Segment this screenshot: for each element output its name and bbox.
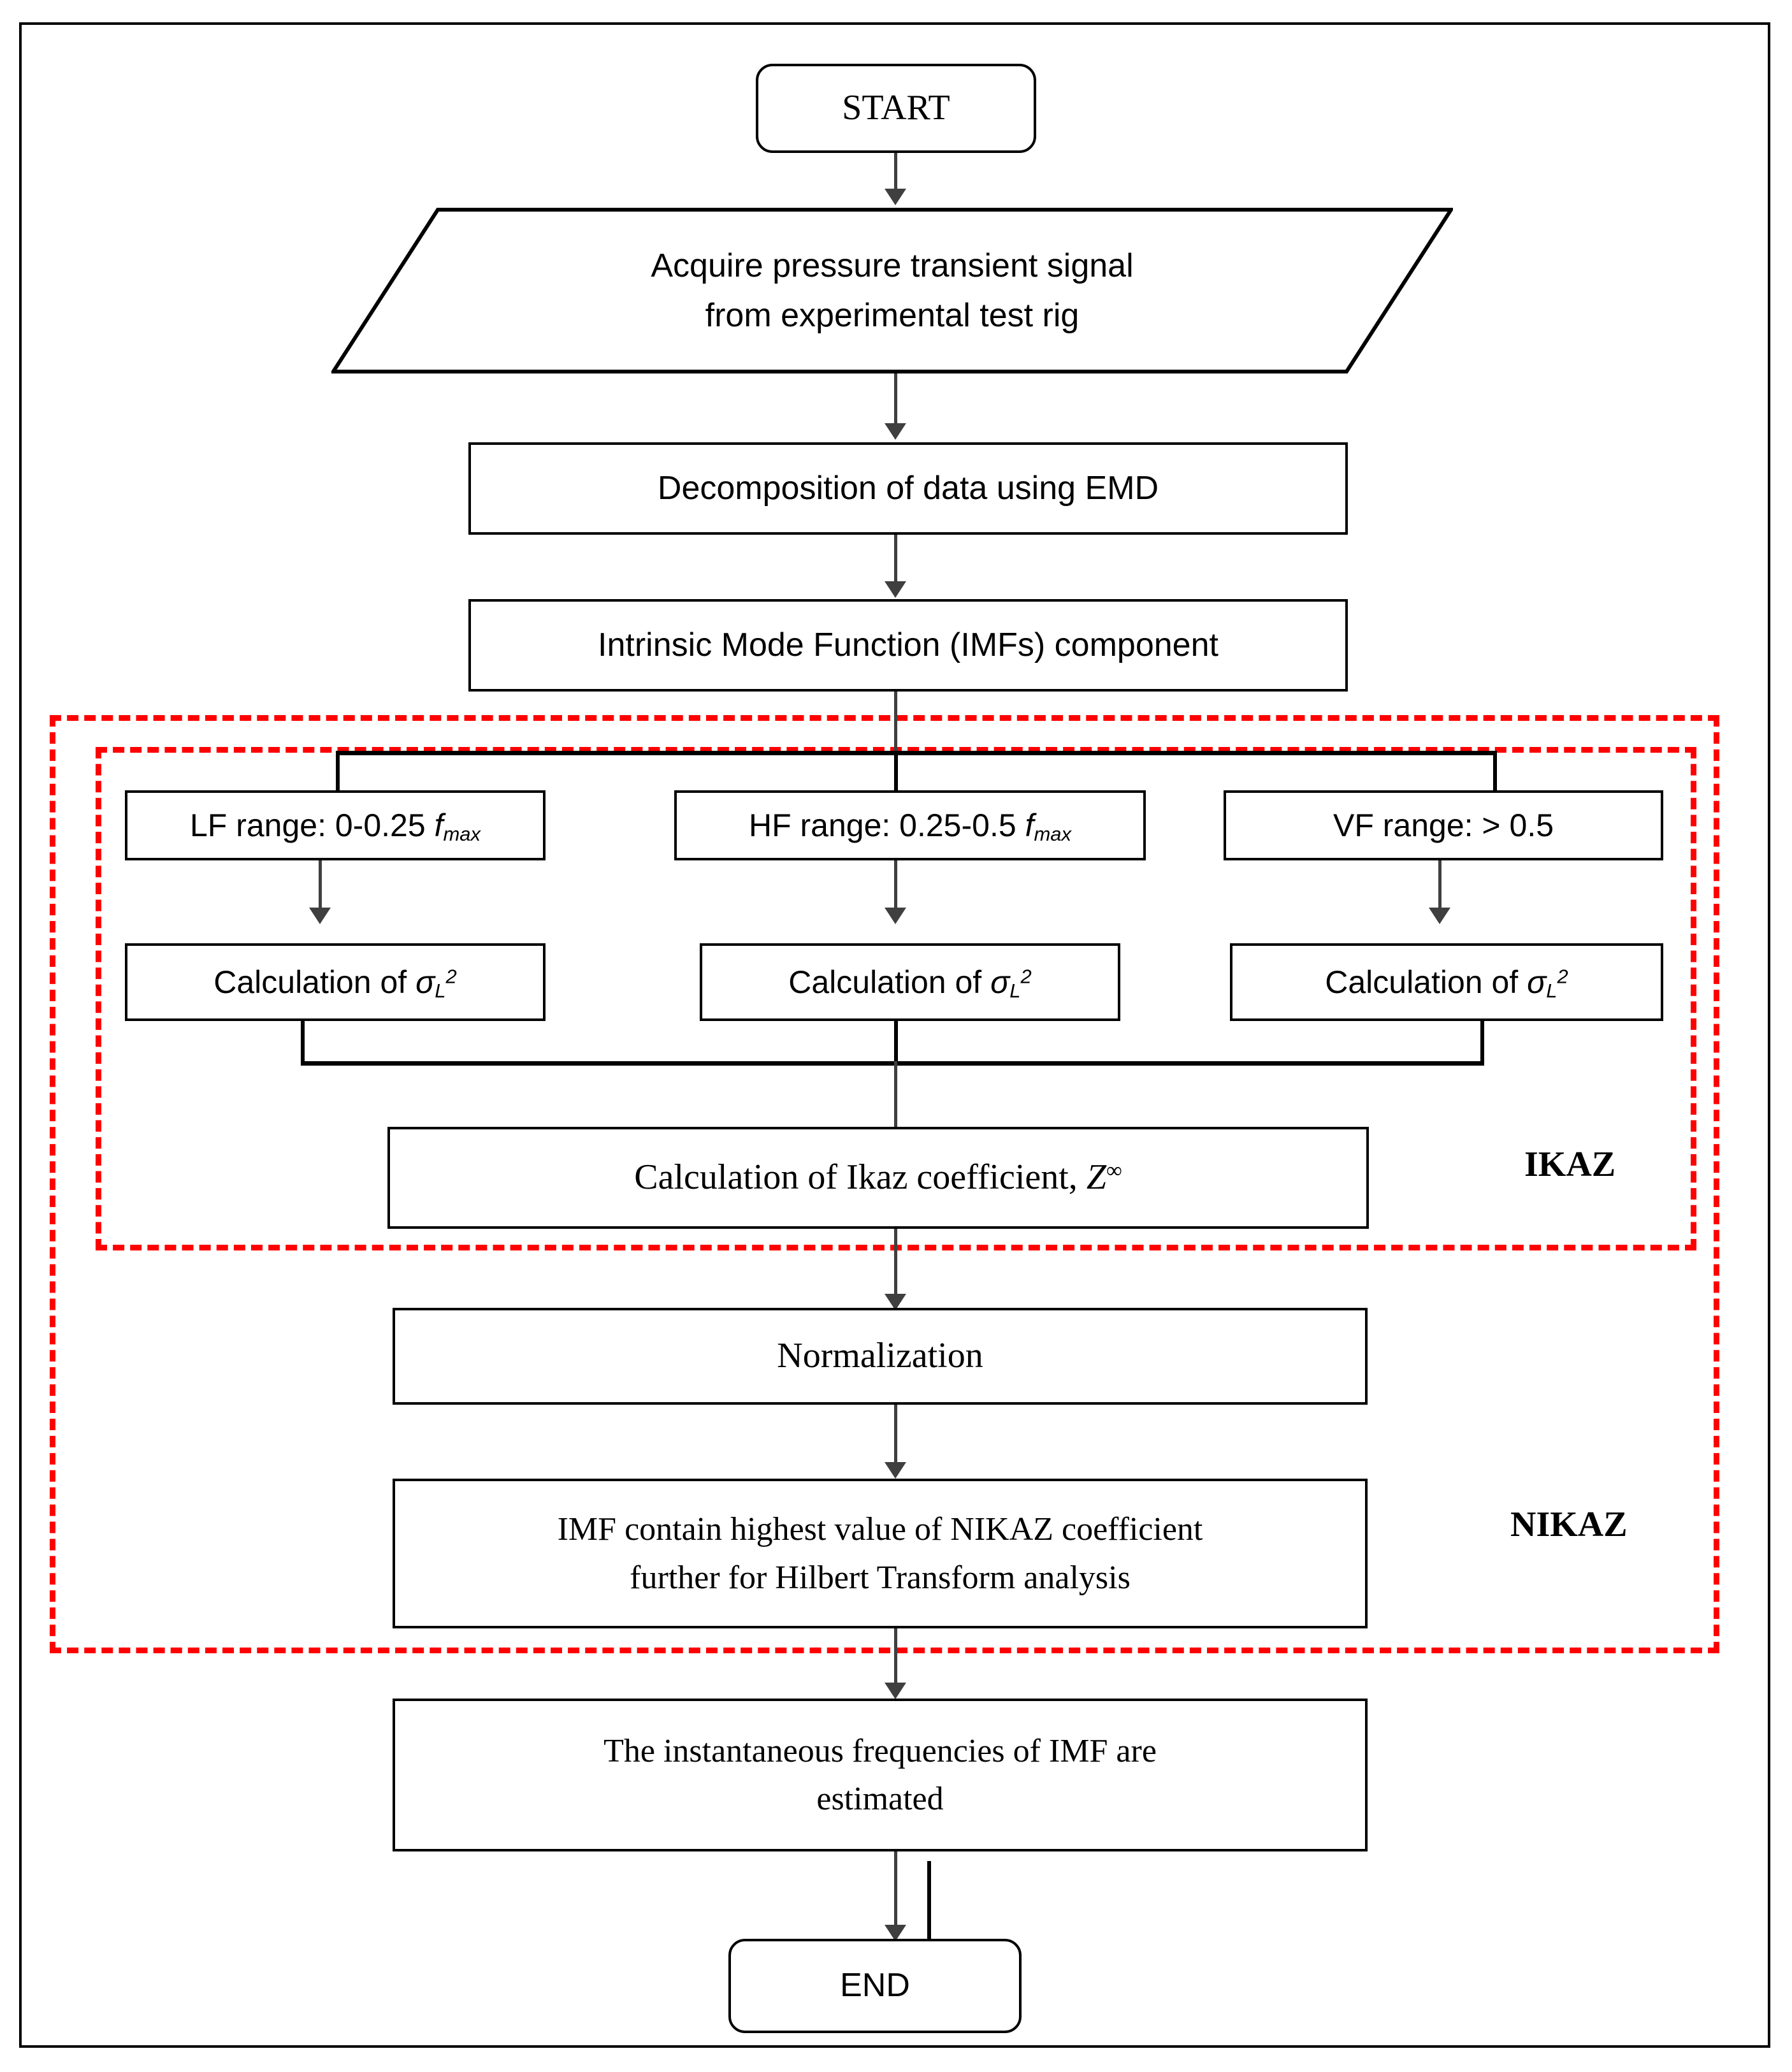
node-ikaz-coefficient-label: Calculation of Ikaz coefficient, Z∞ [634,1157,1122,1198]
branch-drop-vf [1493,751,1497,792]
connector-instant-freq-to-end [894,1851,897,1929]
node-sigma-hf[interactable]: Calculation of σL2 [700,943,1120,1021]
node-imf-highest-line2: further for Hilbert Transform analysis [630,1559,1131,1596]
merge-drop-lf [301,1021,305,1066]
node-start-label: START [842,88,950,128]
node-normalization-label: Normalization [777,1336,983,1376]
node-sigma-vf-label: Calculation of σL2 [1325,964,1568,1002]
node-emd[interactable]: Decomposition of data using EMD [468,442,1348,535]
node-lf-range-label: LF range: 0-0.25 fmax [189,807,481,845]
connector-lf-to-sigma [319,860,322,910]
node-imf-highest-text: IMF contain highest value of NIKAZ coeff… [558,1505,1203,1602]
branch-bus-horizontal [336,751,1497,755]
node-emd-label: Decomposition of data using EMD [657,469,1159,507]
node-end-label: END [840,1967,910,2004]
branch-drop-lf [336,751,340,792]
node-sigma-lf-label: Calculation of σL2 [213,964,457,1002]
connector-merge-to-ikaz [894,1061,897,1134]
node-imf-highest-line1: IMF contain highest value of NIKAZ coeff… [557,1511,1203,1548]
node-vf-range-label: VF range: > 0.5 [1333,807,1554,843]
node-acquire-text: Acquire pressure transient signal from e… [331,208,1453,373]
arrowhead-instant-freq [885,1683,906,1699]
merge-drop-vf [1480,1021,1484,1066]
node-lf-range[interactable]: LF range: 0-0.25 fmax [125,790,546,860]
node-sigma-lf[interactable]: Calculation of σL2 [125,943,546,1021]
node-start[interactable]: START [756,64,1036,153]
diagram-frame [19,22,1770,2048]
node-normalization[interactable]: Normalization [393,1308,1368,1405]
arrowhead-sigma-lf [309,908,331,924]
node-hf-range[interactable]: HF range: 0.25-0.5 fmax [674,790,1146,860]
arrowhead-imf-highest [885,1462,906,1479]
node-acquire-line1: Acquire pressure transient signal [651,247,1134,284]
node-acquire-signal[interactable]: Acquire pressure transient signal from e… [331,208,1453,373]
node-imf-label: Intrinsic Mode Function (IMFs) component [598,626,1218,663]
node-acquire-line2: from experimental test rig [705,297,1080,334]
node-instant-freq-line1: The instantaneous frequencies of IMF are [603,1732,1157,1769]
node-instantaneous-frequencies[interactable]: The instantaneous frequencies of IMF are… [393,1699,1368,1851]
connector-start-to-acquire [894,153,897,190]
group-nikaz-dashed-box [50,715,1719,1653]
connector-hf-to-sigma [894,860,897,910]
parallelogram-outline [331,208,1453,373]
connector-imf-drop [894,692,897,771]
arrowhead-end [885,1925,906,1941]
arrowhead-imf [885,581,906,598]
connector-imf-highest-to-instant-freq [894,1628,897,1687]
arrowhead-acquire [885,189,906,205]
node-instant-freq-line2: estimated [816,1781,944,1817]
stray-vertical-mark [927,1861,931,1941]
group-ikaz-label: IKAZ [1524,1145,1616,1184]
node-sigma-hf-label: Calculation of σL2 [788,964,1032,1002]
node-end[interactable]: END [728,1939,1022,2033]
connector-normalization-to-imf-highest [894,1405,897,1466]
arrowhead-normalization [885,1294,906,1310]
node-sigma-vf[interactable]: Calculation of σL2 [1230,943,1663,1021]
merge-bus-horizontal [301,1061,1484,1066]
node-hf-range-label: HF range: 0.25-0.5 fmax [748,807,1072,845]
arrowhead-sigma-hf [885,908,906,924]
node-imf-highest-nikaz[interactable]: IMF contain highest value of NIKAZ coeff… [393,1479,1368,1628]
branch-drop-hf [894,751,898,792]
node-instant-freq-text: The instantaneous frequencies of IMF are… [603,1727,1157,1823]
node-ikaz-coefficient[interactable]: Calculation of Ikaz coefficient, Z∞ [387,1127,1369,1229]
connector-vf-to-sigma [1438,860,1442,910]
connector-acquire-to-emd [894,373,897,426]
merge-drop-hf [894,1021,898,1066]
connector-emd-to-imf [894,535,897,584]
arrowhead-sigma-vf [1429,908,1450,924]
group-nikaz-label: NIKAZ [1510,1505,1628,1544]
node-vf-range[interactable]: VF range: > 0.5 [1224,790,1663,860]
connector-ikaz-to-normalization [894,1229,897,1296]
node-imf-component[interactable]: Intrinsic Mode Function (IMFs) component [468,599,1348,692]
arrowhead-emd [885,423,906,440]
